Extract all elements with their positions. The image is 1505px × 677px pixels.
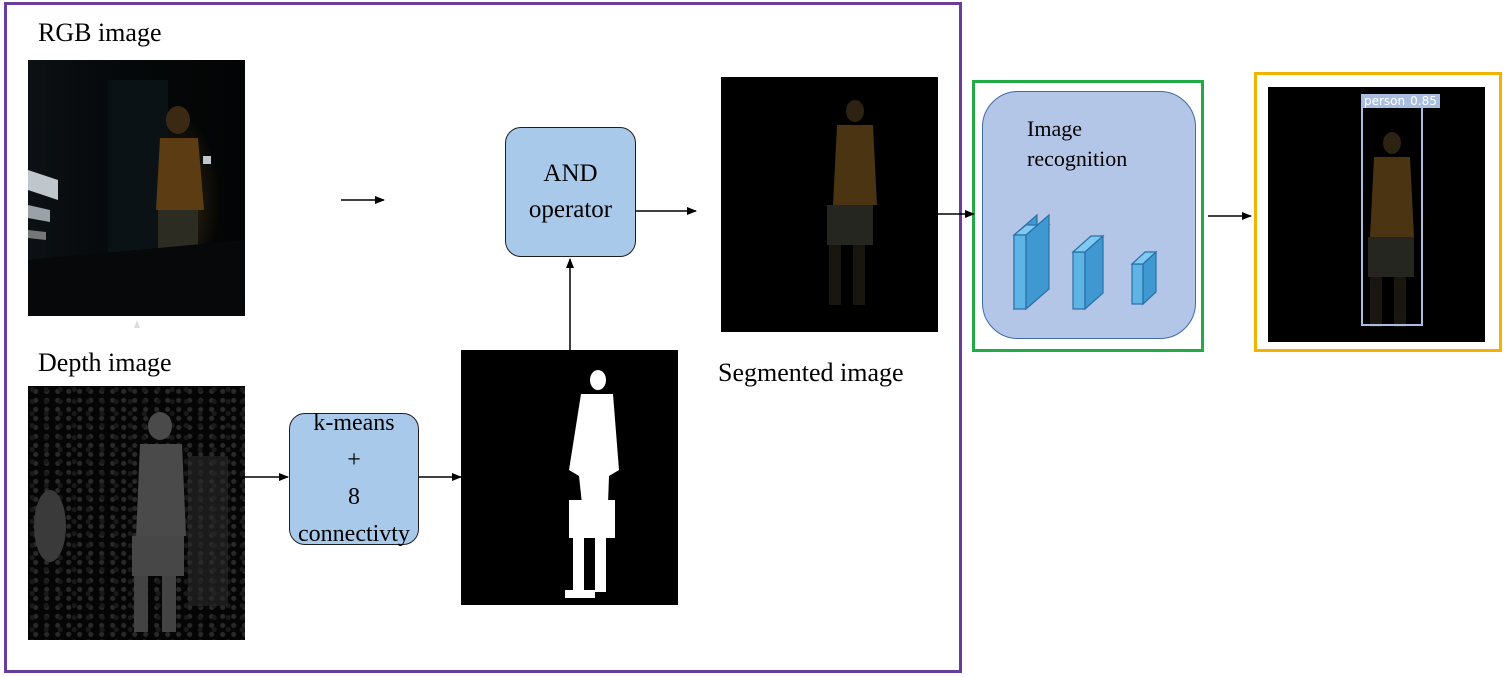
- segmentation-stage-frame: [4, 2, 962, 673]
- segmented-image: [721, 77, 938, 332]
- kmeans-label-line1: k-means: [313, 409, 395, 436]
- depth-image: [28, 386, 245, 640]
- output-stage-frame: [1254, 72, 1502, 352]
- and-operator-label: AND operator: [528, 159, 613, 223]
- recognition-label-line1: Image: [1027, 116, 1082, 141]
- detection-score: 0.85: [1410, 94, 1437, 108]
- segmented-image-label: Segmented image: [718, 358, 904, 387]
- rgb-scene-illustration: [28, 80, 245, 316]
- depth-scene-illustration: [34, 412, 228, 632]
- and-operator-node: AND operator: [505, 127, 636, 257]
- binary-mask-image: [461, 350, 678, 605]
- detection-output-image: person 0.85: [1268, 87, 1485, 342]
- image-recognition-node: Image recognition: [982, 91, 1196, 339]
- kmeans-label-line3: 8 connectivty: [298, 484, 410, 548]
- detection-class-label: person: [1364, 94, 1406, 108]
- rgb-image-label: RGB image: [38, 18, 162, 47]
- person-silhouette-mask: [565, 370, 619, 598]
- kmeans-node: k-means + 8 connectivty: [289, 410, 419, 547]
- segmented-person-illustration: [827, 100, 877, 305]
- cnn-layers-icon: [1012, 213, 1158, 311]
- depth-image-label: Depth image: [38, 348, 172, 377]
- kmeans-label-line2: +: [347, 446, 361, 473]
- detection-label-tag: person 0.85: [1361, 94, 1440, 108]
- recognition-label-line2: recognition: [1027, 145, 1128, 171]
- faint-marker: [134, 320, 140, 328]
- rgb-image: [28, 60, 245, 316]
- detected-person-illustration: [1368, 132, 1414, 327]
